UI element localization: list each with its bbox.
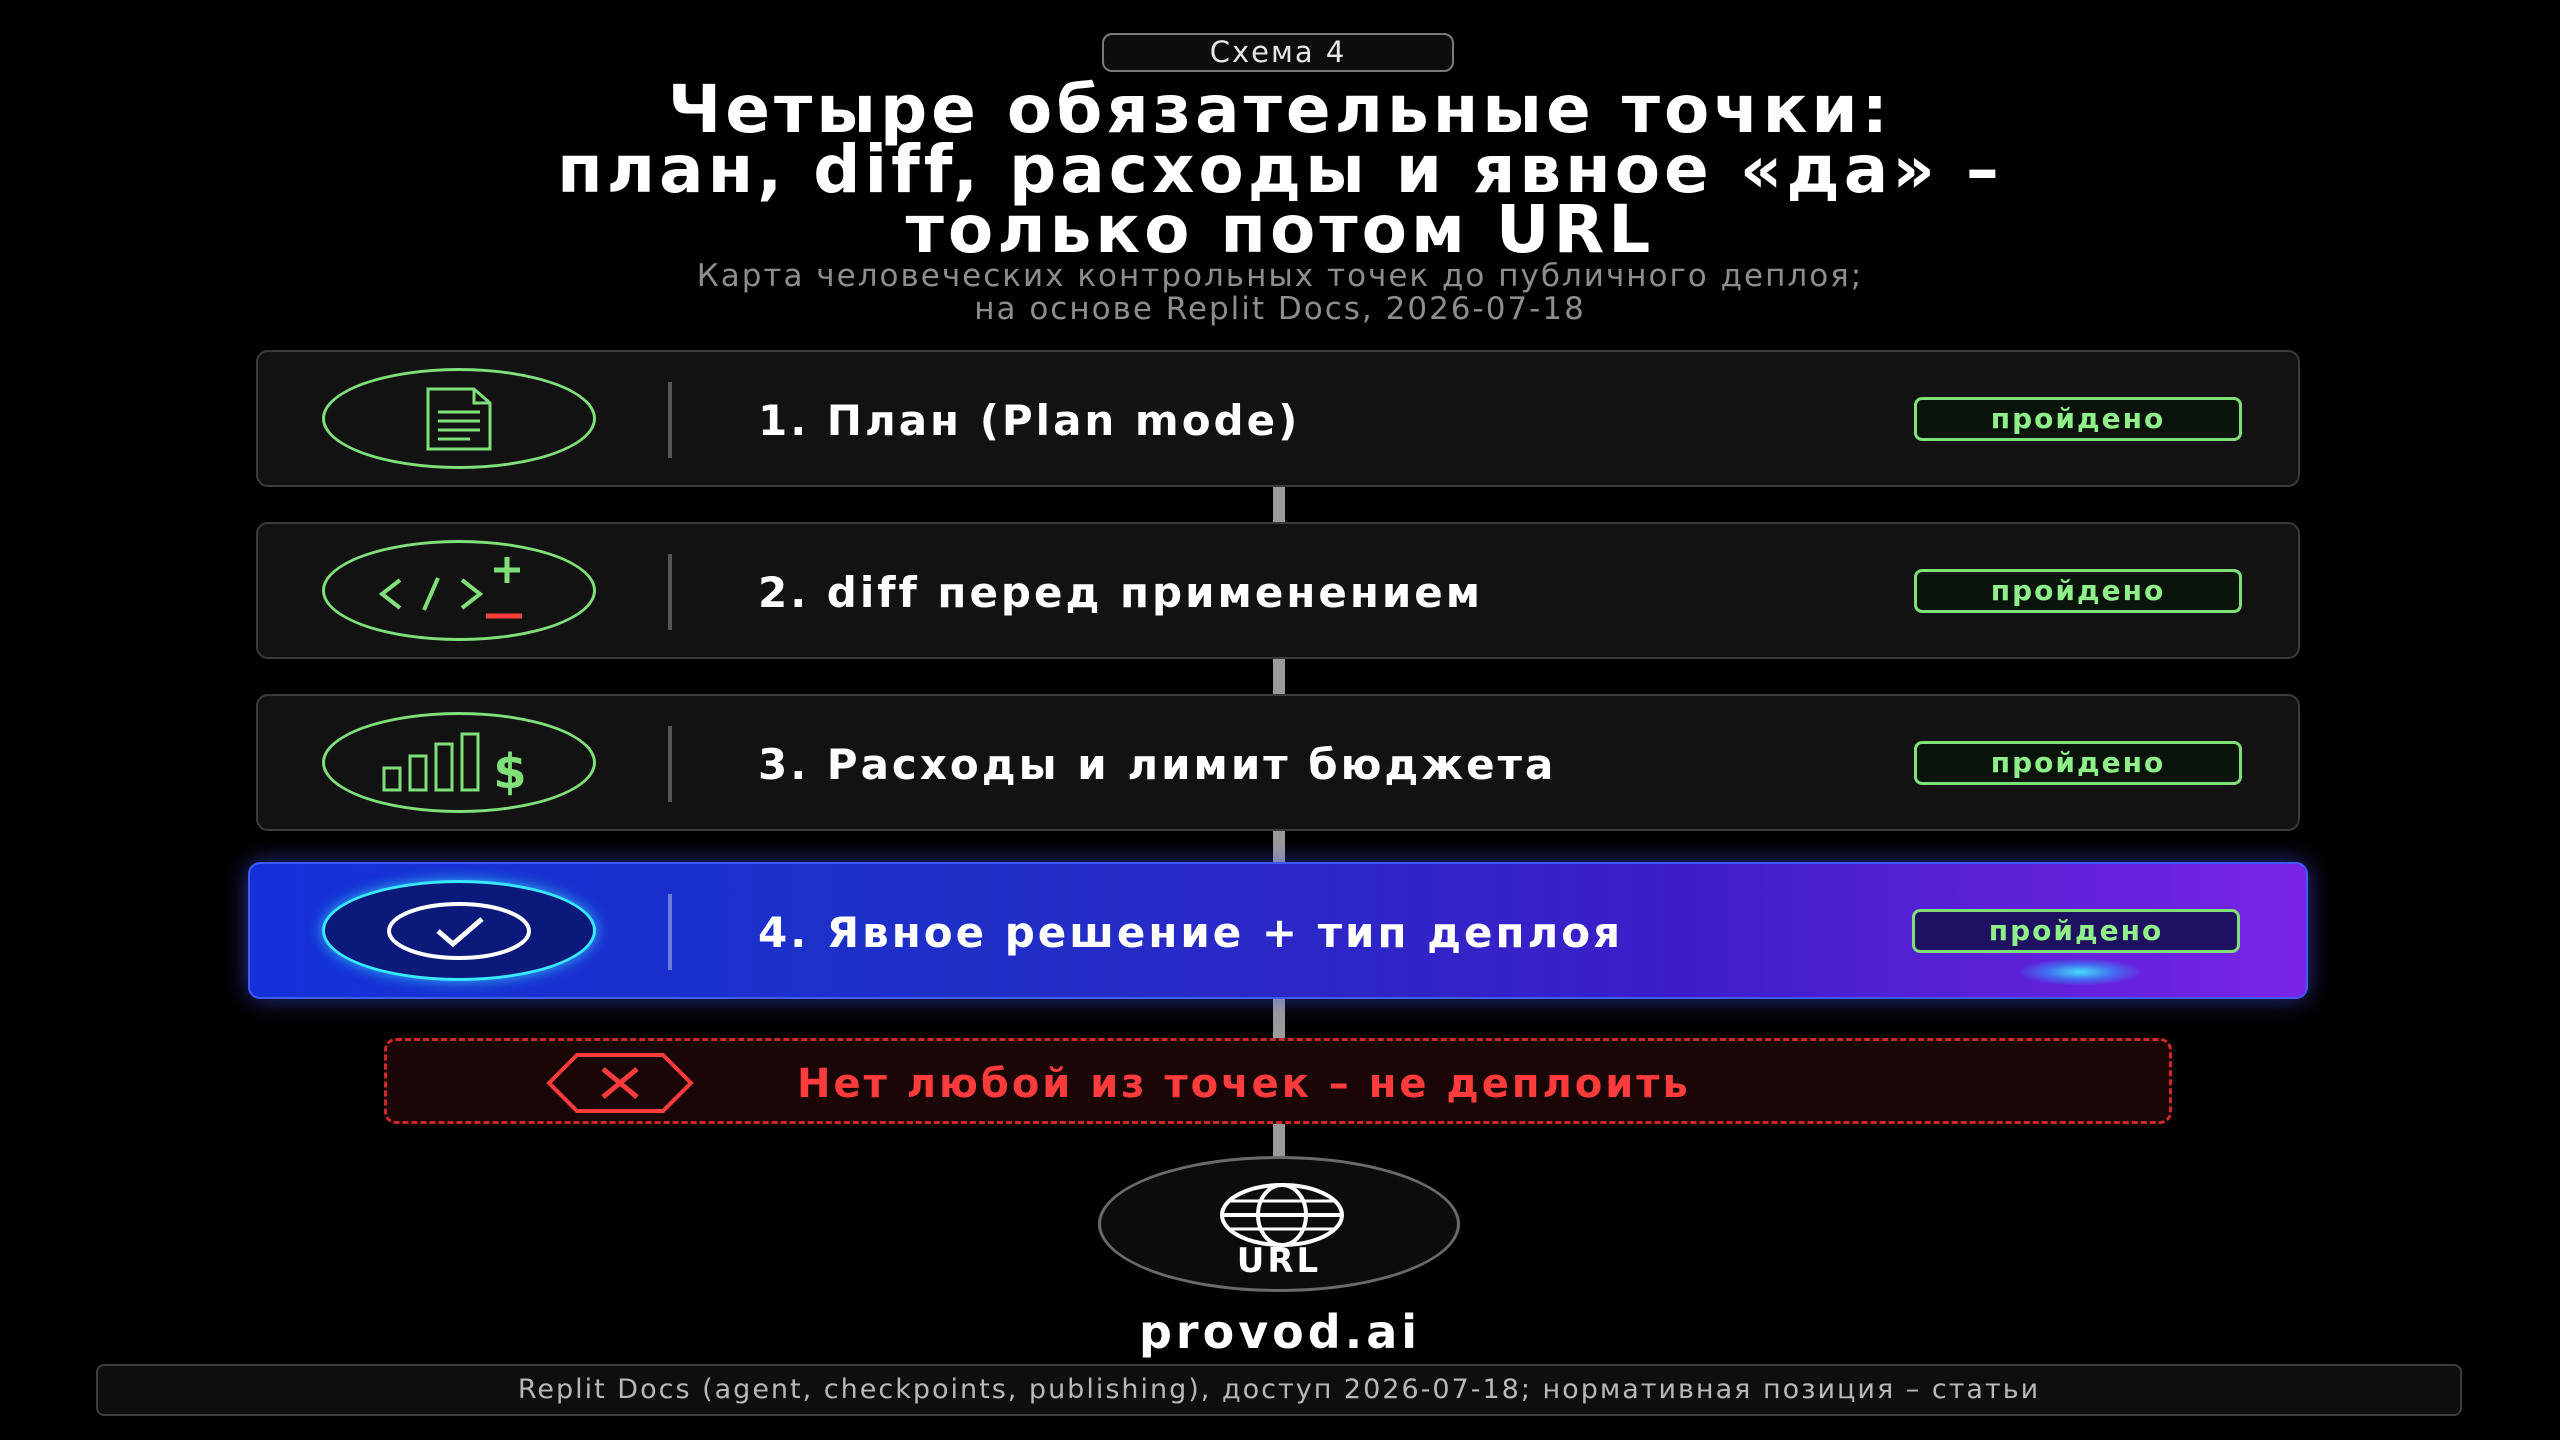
step-divider xyxy=(668,554,672,630)
title-line: план, diff, расходы и явное «да» – xyxy=(557,131,2003,208)
step-icon-ring xyxy=(322,368,596,469)
step-card-diff: 2. diff перед применением пройдено xyxy=(256,522,2300,659)
step-divider xyxy=(668,726,672,802)
step-icon-ring: $ xyxy=(322,712,596,813)
url-node: URL xyxy=(1098,1156,1460,1292)
page-title: Четыре обязательные точки: план, diff, р… xyxy=(180,71,2380,268)
url-label: URL xyxy=(1236,1241,1322,1281)
title-line: Четыре обязательные точки: xyxy=(667,71,1893,148)
title-line: только потом URL xyxy=(905,191,1655,268)
scheme-badge: Схема 4 xyxy=(1102,33,1454,72)
step-card-decision: 4. Явное решение + тип деплоя пройдено xyxy=(248,862,2308,999)
page-subtitle: Карта человеческих контрольных точек до … xyxy=(280,260,2280,326)
globe-icon xyxy=(1220,1183,1344,1247)
step-icon-ring xyxy=(322,540,596,641)
stop-x-icon xyxy=(546,1053,694,1113)
subtitle-line: Карта человеческих контрольных точек до … xyxy=(696,258,1864,294)
step-label: 3. Расходы и лимит бюджета xyxy=(758,740,1557,789)
brand-name: provod.ai xyxy=(1138,1305,1421,1359)
status-badge: пройдено xyxy=(1912,909,2240,953)
no-deploy-warning: Нет любой из точек – не деплоить xyxy=(384,1038,2172,1124)
step-card-plan: 1. План (Plan mode) пройдено xyxy=(256,350,2300,487)
status-badge: пройдено xyxy=(1914,397,2242,441)
source-footer: Replit Docs (agent, checkpoints, publish… xyxy=(96,1364,2462,1416)
status-badge: пройдено xyxy=(1914,569,2242,613)
warning-text: Нет любой из точек – не деплоить xyxy=(797,1061,1691,1107)
step-card-budget: $ 3. Расходы и лимит бюджета пройдено xyxy=(256,694,2300,831)
step-icon-ring xyxy=(322,880,596,981)
code-diff-icon xyxy=(378,556,522,618)
step-label: 2. diff перед применением xyxy=(758,568,1484,617)
step-divider xyxy=(668,894,672,970)
check-icon xyxy=(387,901,531,960)
subtitle-line: на основе Replit Docs, 2026-07-18 xyxy=(974,291,1586,327)
status-badge: пройдено xyxy=(1914,741,2242,785)
accent-glow xyxy=(2020,959,2140,985)
step-divider xyxy=(668,382,672,458)
budget-chart-icon: $ xyxy=(382,732,527,798)
step-label: 4. Явное решение + тип деплоя xyxy=(758,908,1624,957)
document-icon xyxy=(426,387,492,450)
step-label: 1. План (Plan mode) xyxy=(758,396,1301,445)
svg-text:$: $ xyxy=(493,744,526,798)
